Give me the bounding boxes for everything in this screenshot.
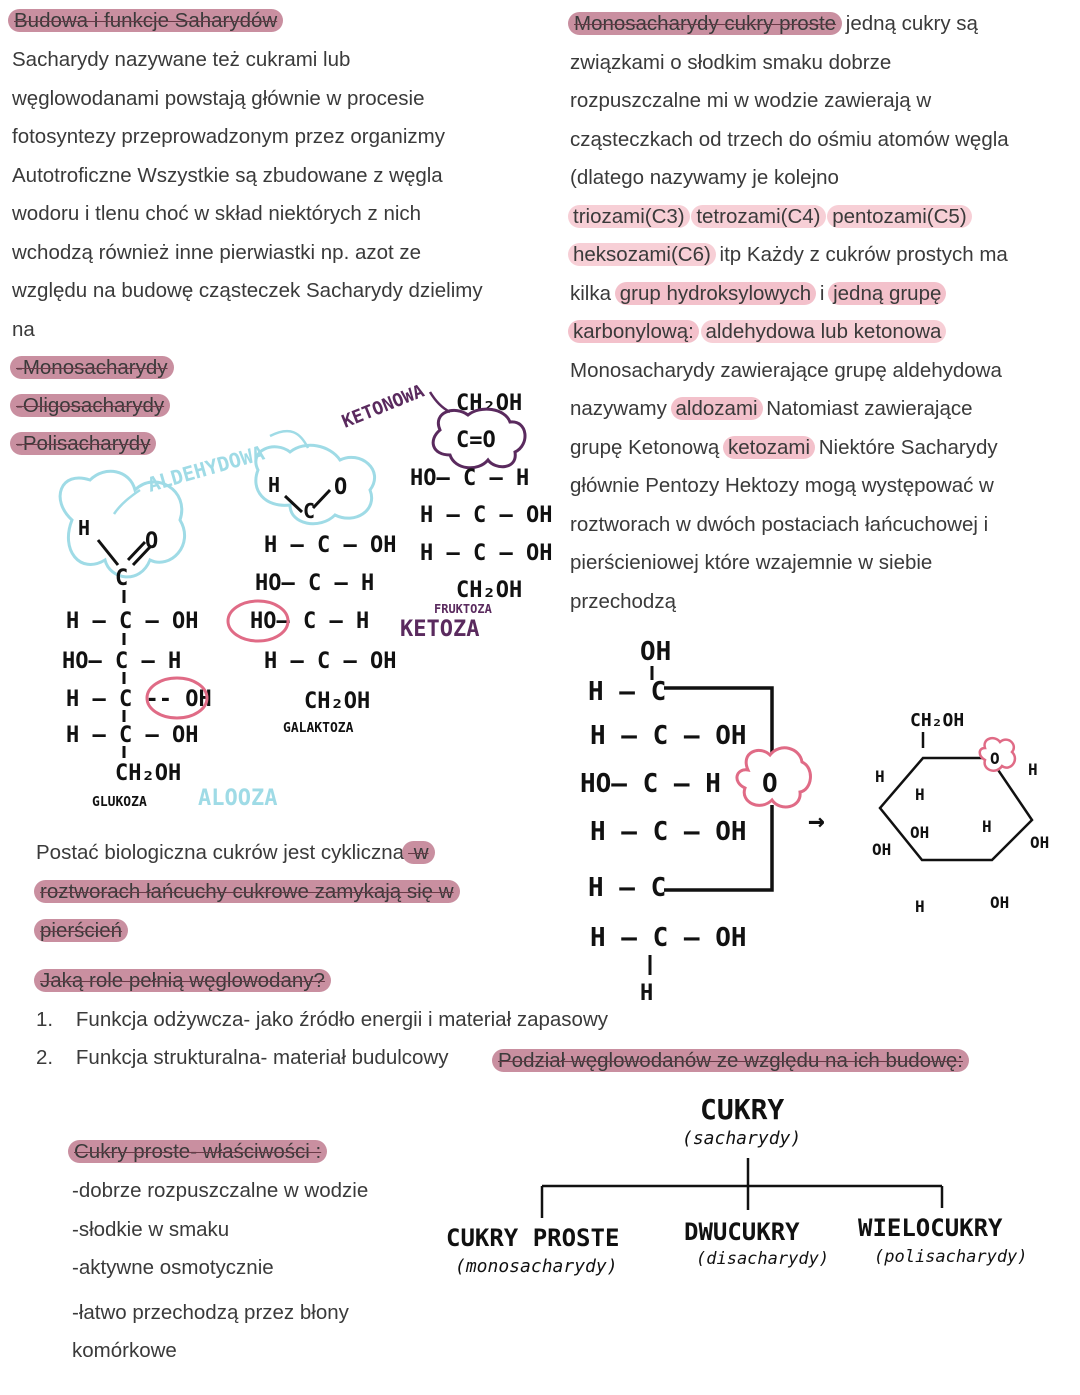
- svg-text:H — C -- OH: H — C -- OH: [66, 687, 212, 712]
- svg-text:H: H: [915, 897, 925, 916]
- tree-child-3-sub: (polisacharydy): [874, 1247, 1028, 1267]
- aldehyde-cloud-2: [254, 443, 377, 526]
- label-aldehydowa: ALDEHYDOWA: [145, 441, 267, 497]
- page-title: Budowa i funkcje Saharydów: [8, 2, 284, 41]
- svg-text:C: C: [303, 499, 315, 523]
- role-item-2: 2. Funkcja strukturalna- materiał budulc…: [36, 1046, 449, 1069]
- svg-text:HO— C — H: HO— C — H: [250, 609, 369, 634]
- svg-text:CH₂OH: CH₂OH: [456, 391, 522, 416]
- svg-text:OH: OH: [1030, 833, 1049, 852]
- chain-to-ring-diagram: OH H — C H — C — OH HO— C — H H — C — OH…: [580, 637, 1049, 1006]
- tree-root: CUKRY: [700, 1093, 785, 1126]
- svg-text:CH₂OH: CH₂OH: [456, 578, 522, 603]
- tree-lines: [540, 1158, 944, 1218]
- label-glukoza: GLUKOZA: [92, 795, 147, 810]
- svg-text:H — C — OH: H — C — OH: [420, 541, 552, 566]
- svg-text:C=O: C=O: [456, 428, 496, 453]
- svg-text:H: H: [268, 473, 280, 497]
- intro-paragraph: Sacharydy nazywane też cukrami lub węglo…: [12, 48, 483, 341]
- aldehyde-cloud-1: [58, 469, 187, 579]
- svg-text:H — C — OH: H — C — OH: [590, 817, 747, 847]
- svg-text:OH: OH: [910, 823, 929, 842]
- svg-text:O: O: [334, 475, 347, 500]
- svg-text:→: →: [808, 804, 825, 837]
- tree-child-2-sub: (disacharydy): [696, 1249, 830, 1269]
- label-ketonowa: KETONOWA: [339, 381, 427, 433]
- tree-child-3: WIELOCUKRY: [858, 1214, 1003, 1242]
- fructose-structure: KETONOWA CH₂OH C=O HO— C — H H — C — OH …: [339, 381, 552, 642]
- tree-root-sub: (sacharydy): [682, 1128, 802, 1149]
- svg-text:H — C — OH: H — C — OH: [264, 649, 396, 674]
- svg-text:HO— C — H: HO— C — H: [62, 649, 181, 674]
- svg-text:H — C — OH: H — C — OH: [590, 721, 747, 751]
- svg-text:CH₂OH: CH₂OH: [304, 689, 370, 714]
- cyclic-line-2: roztworach łańcuchy cukrowe zamykają się…: [34, 873, 460, 912]
- label-alooza: ALOOZA: [198, 786, 277, 811]
- svg-text:OH: OH: [872, 840, 891, 859]
- svg-text:HO— C — H: HO— C — H: [410, 466, 529, 491]
- galactose-structure: H O C H — C — OH HO— C — H HO— C — H H —…: [226, 443, 396, 736]
- cyclic-line-1: Postać biologiczna cukrów jest cykliczna…: [36, 834, 435, 873]
- roles-question: Jaką role pełnią węglowodany?: [34, 962, 331, 1001]
- svg-text:H: H: [982, 817, 992, 836]
- label-ketoza: KETOZA: [400, 617, 479, 642]
- svg-text:H — C — OH: H — C — OH: [66, 609, 198, 634]
- label-galaktoza: GALAKTOZA: [283, 721, 354, 736]
- svg-text:H: H: [1028, 760, 1038, 779]
- svg-text:H: H: [875, 767, 885, 786]
- glucose-structure: H O C H — C — OH HO— C — H H — C -- OH H…: [58, 469, 277, 811]
- monosaccharide-paragraph: Monosacharydy cukry proste jedną cukry s…: [568, 12, 1009, 613]
- tree-child-1: CUKRY PROSTE: [446, 1224, 620, 1252]
- props-title: Cukry proste- właściwości :: [68, 1133, 328, 1172]
- svg-text:H — C — OH: H — C — OH: [590, 923, 747, 953]
- svg-text:OH: OH: [640, 637, 671, 667]
- oxygen-bridge: [735, 746, 812, 809]
- props-list: -dobrze rozpuszczalne w wodzie -słodkie …: [72, 1179, 369, 1362]
- svg-text:CH₂OH: CH₂OH: [910, 710, 964, 731]
- tree-child-1-sub: (monosacharydy): [455, 1256, 618, 1277]
- svg-text:O: O: [762, 769, 778, 799]
- division-title: Podział węglowodanów ze względu na ich b…: [492, 1042, 969, 1081]
- svg-text:H — C — OH: H — C — OH: [264, 533, 396, 558]
- cyclic-line-3: pierścień: [34, 912, 129, 951]
- oh-circle-1: [145, 676, 209, 720]
- svg-text:H — C: H — C: [588, 873, 666, 903]
- type-polisacharydy: -Polisacharydy: [10, 425, 157, 464]
- svg-text:H — C — OH: H — C — OH: [66, 723, 198, 748]
- ho-circle-2: [226, 599, 290, 643]
- tree-child-2: DWUCUKRY: [684, 1218, 800, 1246]
- svg-text:H — C — OH: H — C — OH: [420, 503, 552, 528]
- svg-text:H: H: [640, 981, 653, 1006]
- svg-text:H: H: [78, 516, 90, 540]
- svg-text:CH₂OH: CH₂OH: [115, 761, 181, 786]
- type-monosacharydy: -Monosacharydy: [10, 349, 174, 388]
- svg-text:H: H: [915, 785, 925, 804]
- svg-text:HO— C — H: HO— C — H: [580, 769, 721, 799]
- svg-text:C: C: [115, 566, 128, 591]
- ketone-cloud: [431, 407, 527, 470]
- role-item-1: 1. Funkcja odżywcza- jako źródło energii…: [36, 1008, 608, 1031]
- label-fruktoza: FRUKTOZA: [434, 602, 493, 616]
- svg-text:HO— C — H: HO— C — H: [255, 571, 374, 596]
- type-oligosacharydy: -Oligosacharydy: [10, 387, 171, 426]
- svg-text:O: O: [990, 749, 1000, 768]
- svg-text:H — C: H — C: [588, 677, 666, 707]
- svg-text:OH: OH: [990, 893, 1009, 912]
